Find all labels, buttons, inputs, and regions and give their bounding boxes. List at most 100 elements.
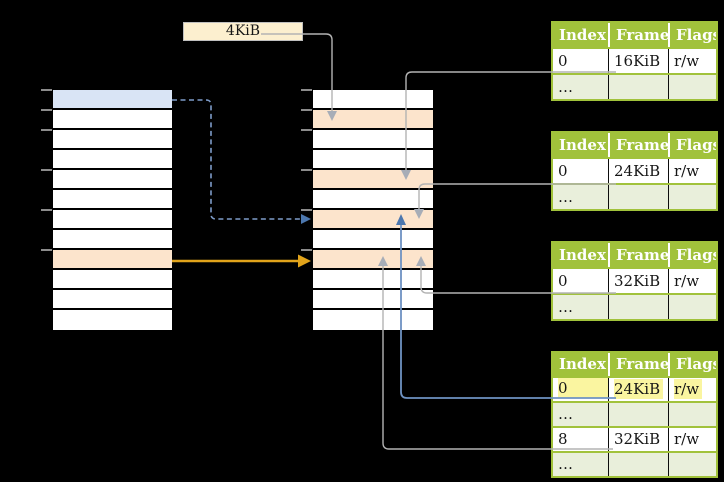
table-cell-flags xyxy=(668,295,716,319)
table-cell-flags xyxy=(668,75,716,99)
highlight-mark: 0 xyxy=(558,378,608,398)
physical-frame-row-12 xyxy=(313,310,433,330)
table-header-frame: Frame xyxy=(608,353,668,376)
virtual-memory-column xyxy=(53,90,172,330)
page-table-3: Index Frame Flags 0 32KiB r/w … xyxy=(551,241,718,321)
address-tick xyxy=(41,89,52,91)
table-row-ellipsis: … xyxy=(553,73,716,99)
address-tick xyxy=(41,249,52,251)
table-cell-index: … xyxy=(558,188,573,206)
physical-frame-row-3 xyxy=(313,130,433,150)
table-cell-index: 8 xyxy=(558,430,568,448)
table-row: 8 32KiB r/w xyxy=(553,426,716,451)
table-cell-flags: r/w xyxy=(668,49,716,73)
table-header-index: Index xyxy=(559,136,606,154)
table-header-row: Index Frame Flags xyxy=(553,133,716,157)
address-tick xyxy=(301,249,312,251)
address-tick xyxy=(301,169,312,171)
page-table-1: Index Frame Flags 0 16KiB r/w … xyxy=(551,21,718,101)
table-row-ellipsis: … xyxy=(553,451,716,476)
table-header-index: Index xyxy=(559,246,606,264)
table-cell-frame: 24KiB xyxy=(608,378,668,401)
table-header-flags: Flags xyxy=(668,23,716,47)
address-tick xyxy=(301,209,312,211)
virtual-page-row-3 xyxy=(53,130,172,150)
physical-frame-row-11 xyxy=(313,290,433,310)
table-cell-frame xyxy=(608,453,668,476)
table-header-frame: Frame xyxy=(608,133,668,157)
table-header-frame: Frame xyxy=(608,23,668,47)
table-cell-index: … xyxy=(558,405,573,423)
address-tick xyxy=(301,129,312,131)
table-cell-flags xyxy=(668,403,716,426)
virtual-page-row-11 xyxy=(53,290,172,310)
table-header-row: Index Frame Flags xyxy=(553,23,716,47)
physical-frame-row-2 xyxy=(313,110,433,130)
address-tick xyxy=(41,129,52,131)
physical-frame-row-7 xyxy=(313,210,433,230)
table-header-frame: Frame xyxy=(608,243,668,267)
table-cell-flags: r/w xyxy=(668,159,716,183)
table-header-flags: Flags xyxy=(668,133,716,157)
virtual-page-row-7 xyxy=(53,210,172,230)
physical-frame-row-6 xyxy=(313,190,433,210)
virtual-page-row-6 xyxy=(53,190,172,210)
table-row-highlighted: 0 24KiB r/w xyxy=(553,376,716,401)
table-cell-frame: 32KiB xyxy=(608,428,668,451)
physical-frame-row-9 xyxy=(313,250,433,270)
page-size-label: 4KiB xyxy=(183,22,303,41)
table-row: 0 32KiB r/w xyxy=(553,267,716,293)
table-cell-frame: 32KiB xyxy=(608,269,668,293)
virtual-page-row-12 xyxy=(53,310,172,330)
table-cell-index: … xyxy=(558,78,573,96)
virtual-page-row-8 xyxy=(53,230,172,250)
connector-virtual-page-dashed xyxy=(172,99,301,220)
table-cell-index: … xyxy=(558,455,573,473)
table-row: 0 16KiB r/w xyxy=(553,47,716,73)
virtual-page-row-4 xyxy=(53,150,172,170)
table-cell-index: 0 xyxy=(553,378,608,401)
highlight-mark: 24KiB xyxy=(614,379,664,399)
virtual-page-row-9 xyxy=(53,250,172,270)
table-cell-flags xyxy=(668,185,716,209)
address-tick xyxy=(41,109,52,111)
table-header-row: Index Frame Flags xyxy=(553,243,716,267)
table-cell-flags xyxy=(668,453,716,476)
table-cell-frame: 16KiB xyxy=(608,49,668,73)
virtual-page-row-2 xyxy=(53,110,172,130)
table-row: 0 24KiB r/w xyxy=(553,157,716,183)
table-header-flags: Flags xyxy=(668,353,716,376)
table-cell-flags: r/w xyxy=(668,428,716,451)
address-tick xyxy=(301,109,312,111)
table-header-index: Index xyxy=(559,355,606,373)
table-row-ellipsis: … xyxy=(553,401,716,426)
table-cell-flags: r/w xyxy=(668,378,716,401)
table-cell-frame xyxy=(608,75,668,99)
page-table-2: Index Frame Flags 0 24KiB r/w … xyxy=(551,131,718,211)
table-cell-flags: r/w xyxy=(668,269,716,293)
table-cell-index: 0 xyxy=(558,162,568,180)
physical-frame-row-5 xyxy=(313,170,433,190)
page-table-4: Index Frame Flags 0 24KiB r/w … 8 32KiB … xyxy=(551,351,718,478)
virtual-page-row-1 xyxy=(53,90,172,110)
connector-virtual-page-arrowhead-right xyxy=(301,214,311,224)
connector-orange-arrowhead-right xyxy=(298,254,311,268)
physical-frame-row-10 xyxy=(313,270,433,290)
address-tick xyxy=(301,89,312,91)
table-row-ellipsis: … xyxy=(553,183,716,209)
table-header-flags: Flags xyxy=(668,243,716,267)
table-cell-index: … xyxy=(558,298,573,316)
physical-frame-row-4 xyxy=(313,150,433,170)
virtual-page-row-10 xyxy=(53,270,172,290)
table-cell-frame xyxy=(608,185,668,209)
physical-memory-column xyxy=(313,90,433,330)
virtual-page-row-5 xyxy=(53,170,172,190)
physical-frame-row-1 xyxy=(313,90,433,110)
address-tick xyxy=(41,169,52,171)
address-tick xyxy=(41,209,52,211)
table-cell-index: 0 xyxy=(558,52,568,70)
physical-frame-row-8 xyxy=(313,230,433,250)
table-row-ellipsis: … xyxy=(553,293,716,319)
highlight-mark: r/w xyxy=(674,379,703,399)
